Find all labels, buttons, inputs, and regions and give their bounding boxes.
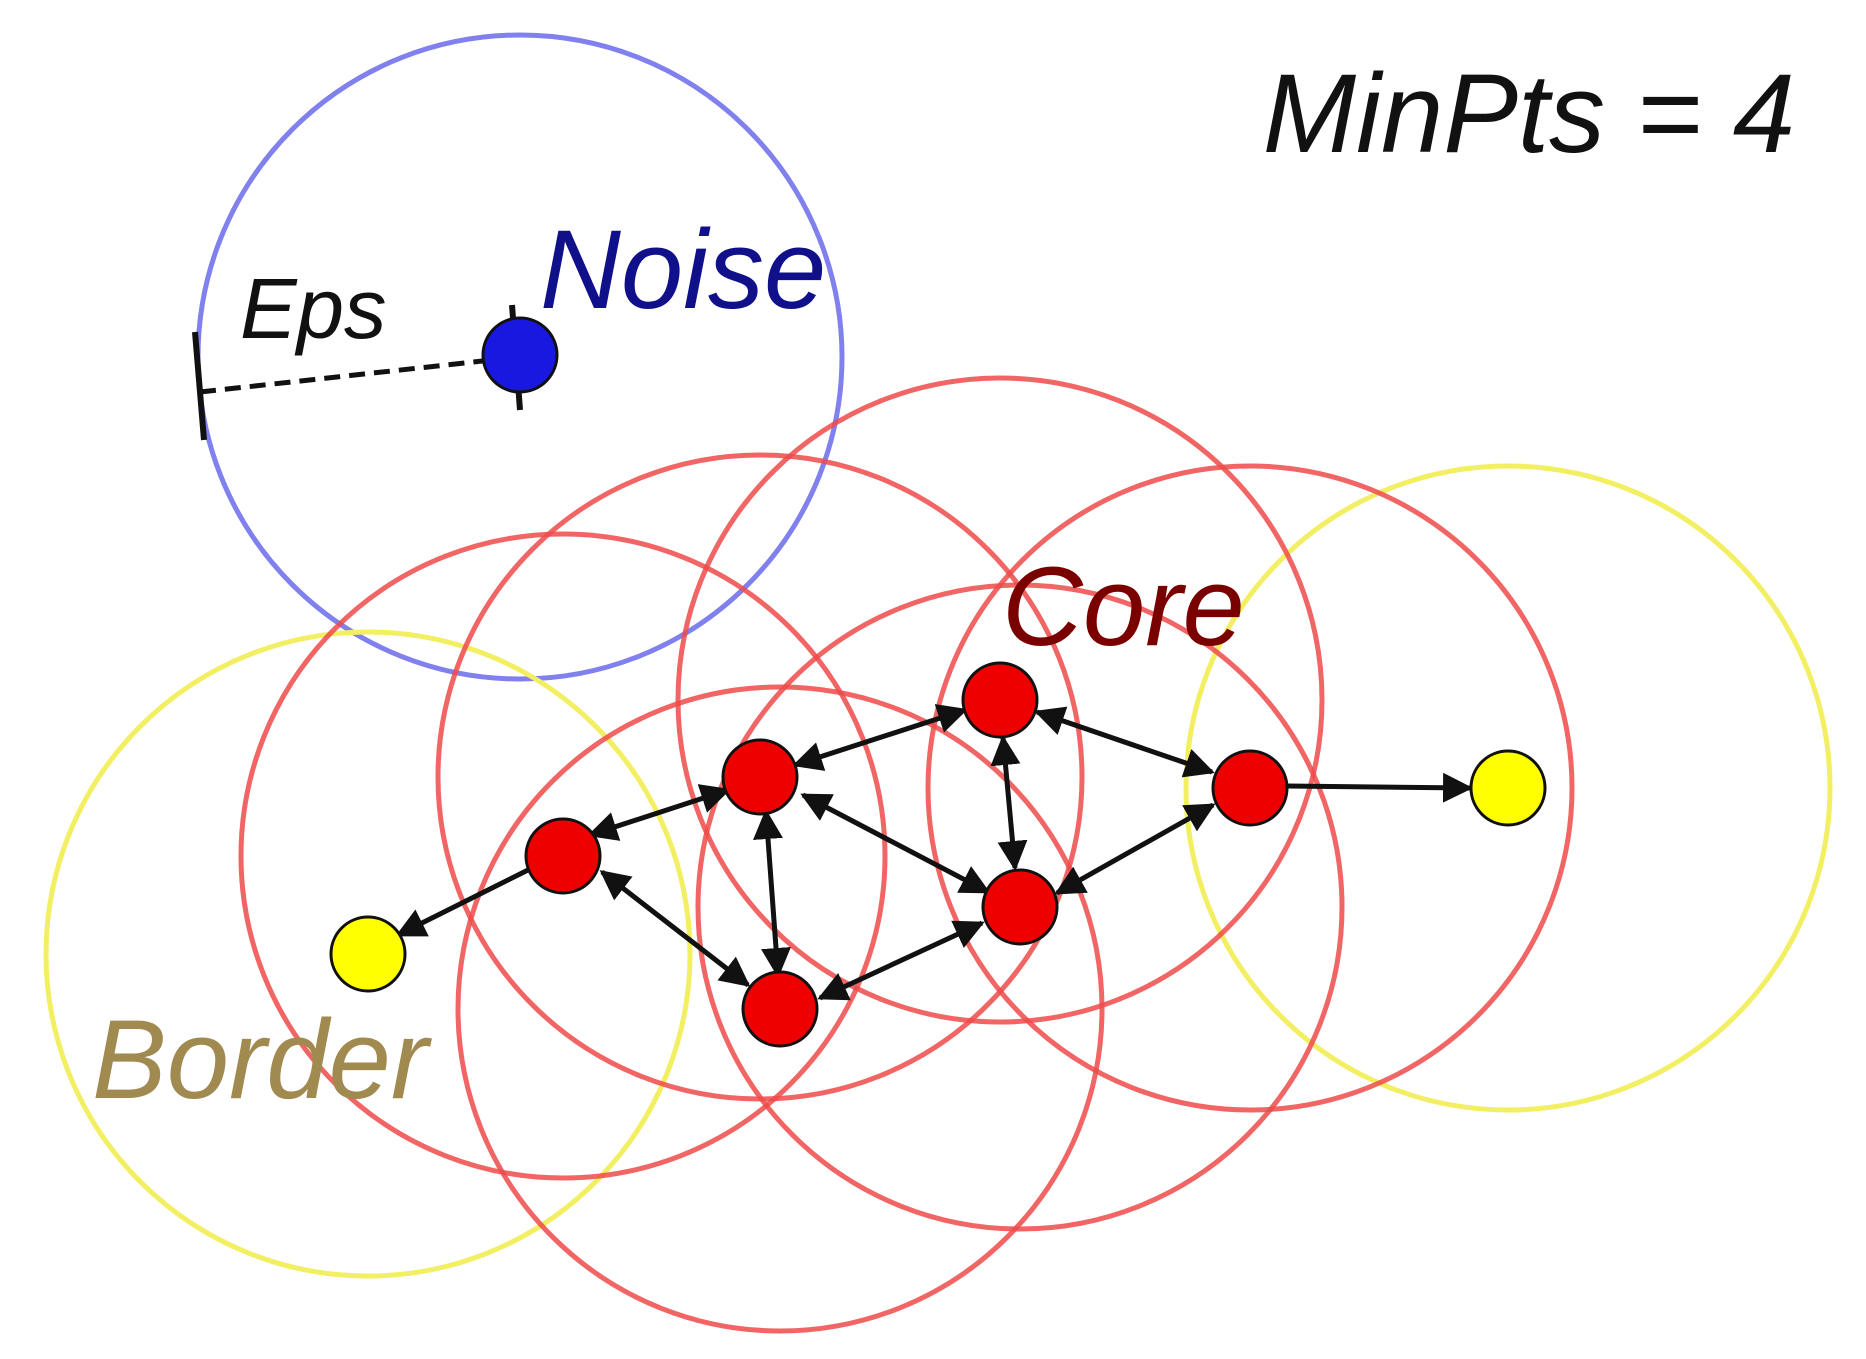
double-arrow [990, 735, 1028, 871]
core-point [1211, 749, 1289, 827]
border-point [1469, 749, 1547, 827]
double-arrow [800, 792, 991, 895]
core-point [981, 868, 1059, 946]
eps-label: Eps [240, 262, 386, 357]
connections [395, 704, 1473, 1001]
noise-point [481, 316, 559, 394]
core-point [961, 661, 1039, 739]
eps-tick-left [192, 331, 207, 441]
eps-dashed-line [199, 355, 511, 395]
border-eps-circle-right [1183, 463, 1833, 1113]
double-arrow [817, 920, 985, 1001]
minpts-label: MinPts = 4 [1263, 51, 1795, 176]
arrow-to-border [1286, 772, 1473, 803]
double-arrow [1054, 802, 1216, 896]
arrow-to-border [395, 865, 534, 938]
border-point [329, 915, 407, 993]
core-eps-circle [455, 684, 1105, 1334]
double-arrow [1034, 706, 1215, 778]
double-arrow [599, 870, 751, 987]
core-point [741, 970, 819, 1048]
core-point [524, 817, 602, 895]
double-arrow [587, 784, 731, 841]
double-arrow [792, 704, 968, 771]
core-label: Core [1002, 544, 1245, 669]
double-arrow [753, 809, 791, 978]
points [329, 316, 1547, 1048]
noise-label: Noise [540, 207, 826, 332]
core-eps-circle [675, 375, 1325, 1025]
core-point [721, 738, 799, 816]
neighbourhood-circles [43, 32, 1833, 1334]
border-label: Border [92, 997, 433, 1122]
core-eps-circle [925, 463, 1575, 1113]
